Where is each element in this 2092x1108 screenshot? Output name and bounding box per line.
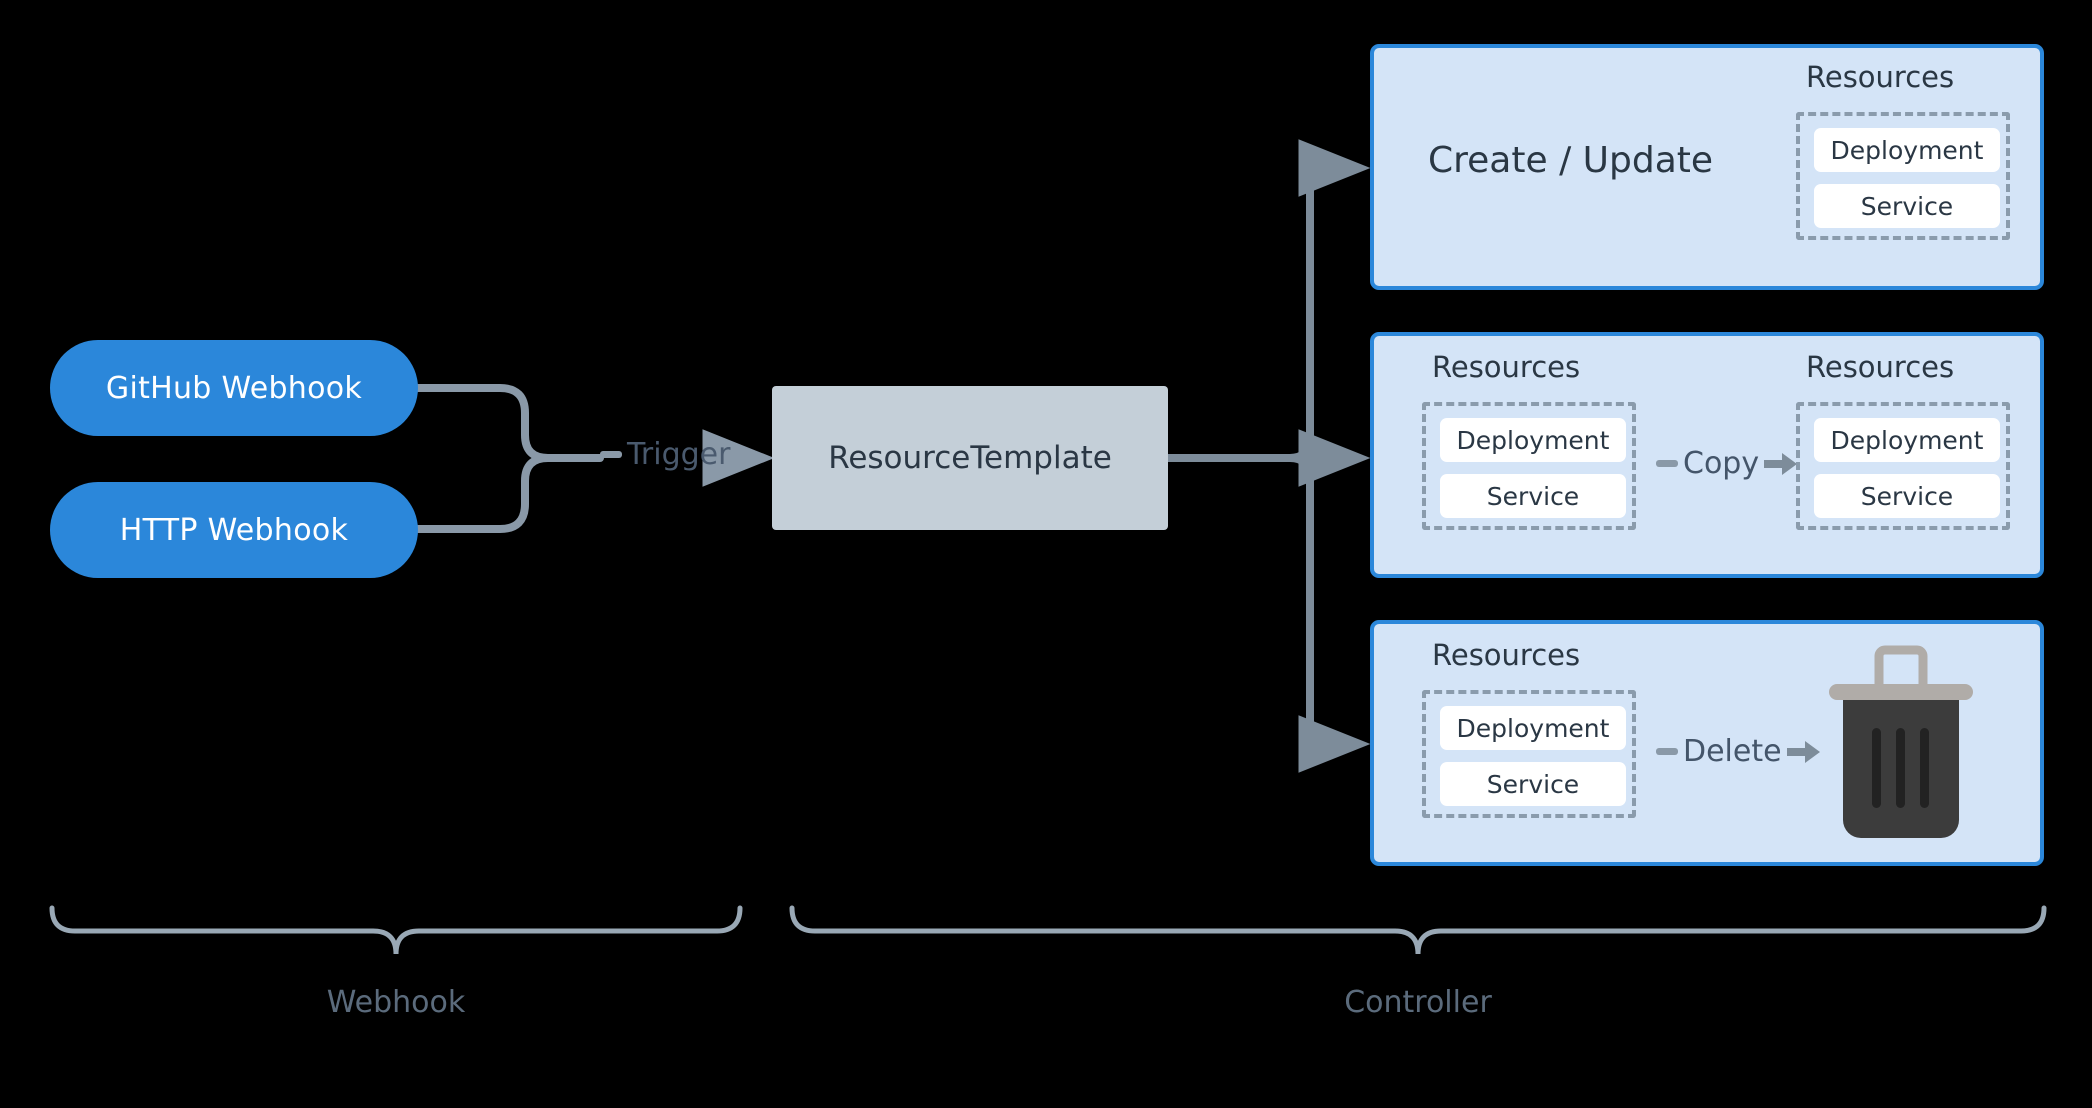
copy-operation-label-group: Copy (1656, 446, 1798, 481)
delete-chip-deployment[interactable]: Deployment (1440, 706, 1626, 750)
delete-resources-title: Resources (1432, 638, 1581, 672)
create-update-resources-title: Resources (1806, 60, 1955, 94)
http-webhook-node[interactable]: HTTP Webhook (50, 482, 418, 578)
delete-arrow-icon (1786, 740, 1820, 763)
trigger-label-group: Trigger (600, 437, 730, 472)
copy-arrow-icon (1764, 452, 1798, 475)
delete-chip-service[interactable]: Service (1440, 762, 1626, 806)
copy-target-chip-deployment[interactable]: Deployment (1814, 418, 2000, 462)
copy-source-resources-group: Deployment Service (1422, 402, 1636, 530)
panel-copy[interactable]: Resources Deployment Service Copy Resour… (1370, 332, 2044, 578)
http-webhook-label: HTTP Webhook (119, 512, 349, 548)
delete-operation-label: Delete (1683, 734, 1782, 769)
copy-target-resources-title: Resources (1806, 350, 1955, 384)
create-update-resources-group: Deployment Service (1796, 112, 2010, 240)
panel-delete[interactable]: Resources Deployment Service Delete (1370, 620, 2044, 866)
trigger-label: Trigger (627, 437, 731, 472)
trigger-dash-icon (600, 451, 622, 458)
panel-create-update[interactable]: Create / Update Resources Deployment Ser… (1370, 44, 2044, 290)
copy-dash-icon (1656, 460, 1678, 467)
create-update-action-label: Create / Update (1428, 140, 1714, 181)
copy-target-chip-service[interactable]: Service (1814, 474, 2000, 518)
create-update-chip-deployment[interactable]: Deployment (1814, 128, 2000, 172)
template-split-connector (1164, 139, 1371, 773)
resource-template-node[interactable]: ResourceTemplate (772, 386, 1168, 530)
webhook-bracket (49, 905, 743, 955)
copy-source-chip-service[interactable]: Service (1440, 474, 1626, 518)
copy-target-resources-group: Deployment Service (1796, 402, 2010, 530)
github-webhook-node[interactable]: GitHub Webhook (50, 340, 418, 436)
copy-operation-label: Copy (1683, 446, 1760, 481)
webhook-merge-connector (414, 384, 604, 533)
trash-icon (1829, 645, 1973, 838)
controller-group-label: Controller (1344, 985, 1492, 1020)
controller-bracket (789, 905, 2047, 955)
delete-operation-label-group: Delete (1656, 734, 1821, 769)
delete-dash-icon (1656, 748, 1678, 755)
resource-template-label: ResourceTemplate (828, 440, 1112, 476)
delete-resources-group: Deployment Service (1422, 690, 1636, 818)
create-update-chip-service[interactable]: Service (1814, 184, 2000, 228)
webhook-group-label: Webhook (326, 985, 466, 1020)
copy-source-resources-title: Resources (1432, 350, 1581, 384)
copy-source-chip-deployment[interactable]: Deployment (1440, 418, 1626, 462)
github-webhook-label: GitHub Webhook (105, 370, 363, 406)
